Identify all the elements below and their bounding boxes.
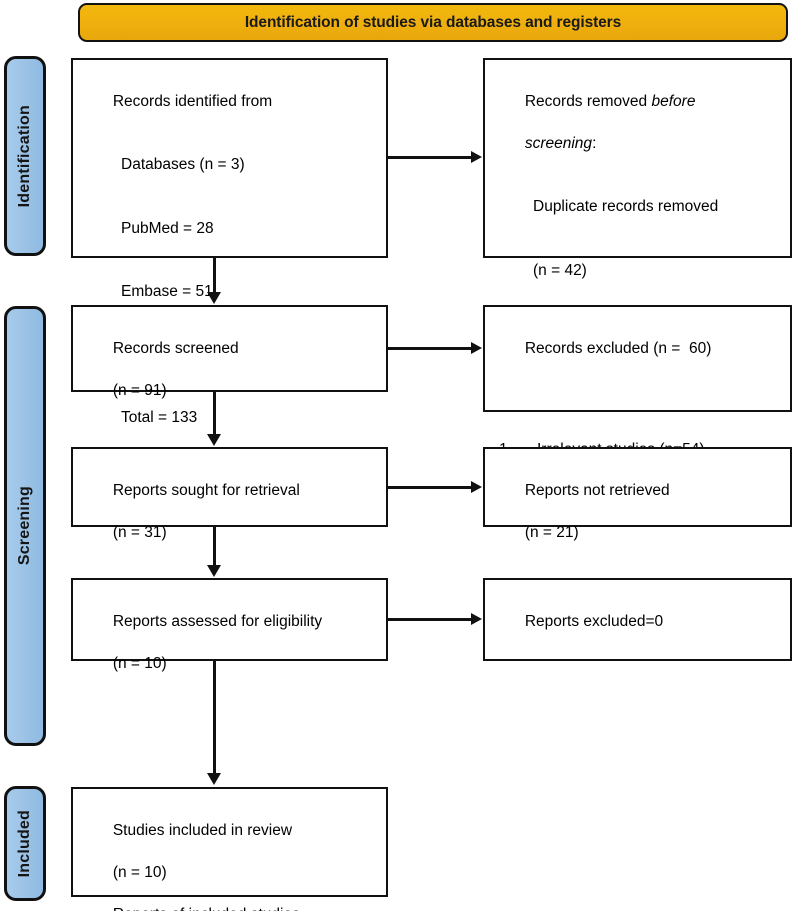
stage-tab-screening-label: Screening (16, 486, 33, 566)
studies-included-count: (n = 10) (112, 864, 167, 882)
arrowhead-sought-to-not-retrieved (471, 480, 482, 493)
records-screened-label: Records screened (112, 340, 239, 358)
box-reports-assessed-text: Reports assessed for eligibility (n = 10… (87, 590, 374, 695)
records-identified-line1: Records identified from (112, 93, 273, 111)
records-identified-pubmed: PubMed = 28 (121, 219, 214, 237)
reports-sought-label: Reports sought for retrieval (112, 482, 300, 500)
box-reports-excluded: Reports excluded=0 (483, 578, 792, 661)
box-reports-assessed: Reports assessed for eligibility (n = 10… (71, 578, 388, 672)
arrowhead-screened-to-sought (207, 434, 222, 446)
reports-included-label: Reports of included studies (113, 906, 300, 911)
box-records-screened-text: Records screened (n = 91) (87, 317, 374, 422)
box-records-excluded: Records excluded (n = 60) 1. Irrelevant … (483, 305, 792, 522)
box-reports-not-retrieved: Reports not retrieved (n = 21) (483, 447, 792, 541)
records-removed-screening: screening (524, 135, 593, 153)
records-screened-count: (n = 91) (112, 382, 167, 400)
stage-tab-included-label: Included (16, 809, 33, 878)
connector-screened-to-excluded (388, 347, 472, 350)
studies-included-label: Studies included in review (112, 822, 293, 840)
stage-tab-identification-label: Identification (16, 104, 33, 208)
box-reports-sought-text: Reports sought for retrieval (n = 31) (87, 459, 374, 564)
box-studies-included-text: Studies included in review (n = 10) Repo… (87, 799, 374, 911)
box-records-removed: Records removed before screening: Duplic… (483, 58, 792, 384)
stage-tab-identification: Identification (4, 56, 46, 256)
stage-tab-screening: Screening (4, 306, 46, 746)
records-removed-before: before (651, 93, 696, 111)
stage-tab-included: Included (4, 786, 46, 901)
reports-assessed-label: Reports assessed for eligibility (112, 613, 323, 631)
connector-sought-to-assessed (213, 527, 216, 566)
reports-excluded-label: Reports excluded=0 (524, 613, 664, 631)
box-reports-excluded-text: Reports excluded=0 (499, 590, 778, 653)
records-removed-colon: : (592, 135, 597, 153)
connector-screened-to-sought (213, 392, 216, 435)
records-removed-lead: Records removed (524, 93, 652, 111)
records-removed-duplicates: Duplicate records removed (533, 198, 719, 216)
connector-identified-to-screened (213, 258, 216, 293)
connector-assessed-to-included (213, 661, 216, 774)
reports-assessed-count: (n = 10) (112, 655, 167, 673)
arrowhead-assessed-to-included (207, 773, 222, 785)
connector-sought-to-not-retrieved (388, 486, 472, 489)
records-removed-duplicates-n: (n = 42) (533, 261, 587, 279)
box-studies-included: Studies included in review (n = 10) Repo… (71, 787, 388, 911)
reports-not-retrieved-label: Reports not retrieved (524, 482, 670, 500)
connector-identified-to-removed (388, 156, 472, 159)
records-identified-embase: Embase = 51 (121, 282, 213, 300)
records-identified-total: Total = 133 (121, 409, 198, 427)
arrowhead-identified-to-removed (471, 150, 482, 163)
records-excluded-label: Records excluded (n = 60) (524, 340, 712, 358)
arrowhead-sought-to-assessed (207, 565, 222, 577)
arrowhead-identified-to-screened (207, 292, 222, 304)
box-records-screened: Records screened (n = 91) (71, 305, 388, 399)
header-title: Identification of studies via databases … (244, 13, 622, 31)
records-identified-databases: Databases (n = 3) (121, 156, 245, 174)
arrowhead-screened-to-excluded (471, 341, 482, 354)
header-banner: Identification of studies via databases … (78, 3, 788, 42)
arrowhead-assessed-to-reports-excluded (471, 612, 482, 625)
reports-sought-count: (n = 31) (112, 524, 167, 542)
box-reports-sought: Reports sought for retrieval (n = 31) (71, 447, 388, 541)
connector-assessed-to-reports-excluded (388, 618, 472, 621)
reports-not-retrieved-count: (n = 21) (524, 524, 579, 542)
box-reports-not-retrieved-text: Reports not retrieved (n = 21) (499, 459, 778, 564)
box-records-identified: Records identified from Databases (n = 3… (71, 58, 388, 426)
